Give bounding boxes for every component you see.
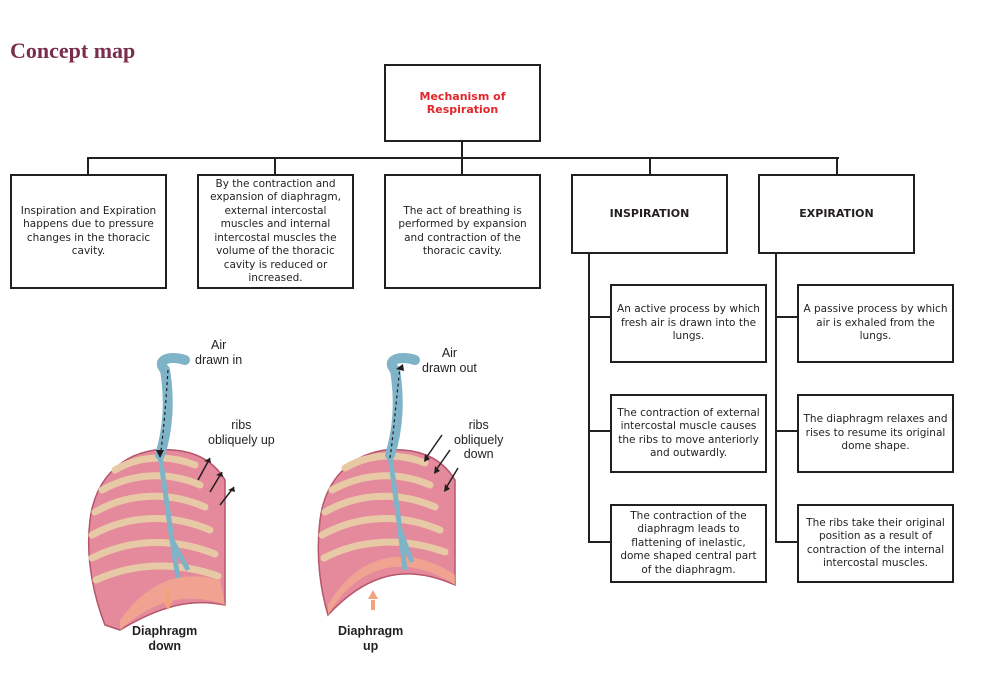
label-ribs-obliquely-down: ribs obliquely down (454, 418, 504, 461)
connector-drop-1 (87, 157, 89, 174)
respiration-illustration (87, 353, 459, 631)
expiration-trunk (775, 253, 777, 543)
inspiration-item-3: The contraction of the diaphragm leads t… (610, 504, 767, 583)
root-box: Mechanism of Respiration (384, 64, 541, 142)
concept-box-muscles: By the contraction and expansion of diap… (197, 174, 354, 289)
inspiration-trunk (588, 253, 590, 543)
expiration-branch-3 (775, 541, 798, 543)
expiration-branch-2 (775, 430, 798, 432)
inspiration-branch-1 (588, 316, 611, 318)
concept-box-pressure: Inspiration and Expiration happens due t… (10, 174, 167, 289)
label-air-drawn-out: Air drawn out (422, 346, 477, 375)
inspiration-branch-2 (588, 430, 611, 432)
inspiration-header: INSPIRATION (571, 174, 728, 254)
thorax-expiration-figure (317, 353, 459, 617)
connector-root-down (461, 141, 463, 158)
connector-drop-4 (649, 157, 651, 174)
expiration-item-1: A passive process by which air is exhale… (797, 284, 954, 363)
expiration-item-2: The diaphragm relaxes and rises to resum… (797, 394, 954, 473)
connector-drop-5 (836, 157, 838, 174)
connector-drop-3 (461, 157, 463, 174)
inspiration-branch-3 (588, 541, 611, 543)
page-title: Concept map (10, 38, 136, 63)
thorax-inspiration-figure (87, 353, 235, 631)
label-diaphragm-down: Diaphragm down (132, 624, 198, 653)
expiration-header: EXPIRATION (758, 174, 915, 254)
label-ribs-obliquely-up: ribs obliquely up (208, 418, 275, 447)
label-air-drawn-in: Air drawn in (195, 338, 243, 367)
expiration-branch-1 (775, 316, 798, 318)
expiration-item-3: The ribs take their original position as… (797, 504, 954, 583)
concept-box-breathing: The act of breathing is performed by exp… (384, 174, 541, 289)
label-diaphragm-up: Diaphragm up (338, 624, 404, 653)
inspiration-item-1: An active process by which fresh air is … (610, 284, 767, 363)
connector-drop-2 (274, 157, 276, 174)
inspiration-item-2: The contraction of external intercostal … (610, 394, 767, 473)
connector-horizontal (87, 157, 839, 159)
